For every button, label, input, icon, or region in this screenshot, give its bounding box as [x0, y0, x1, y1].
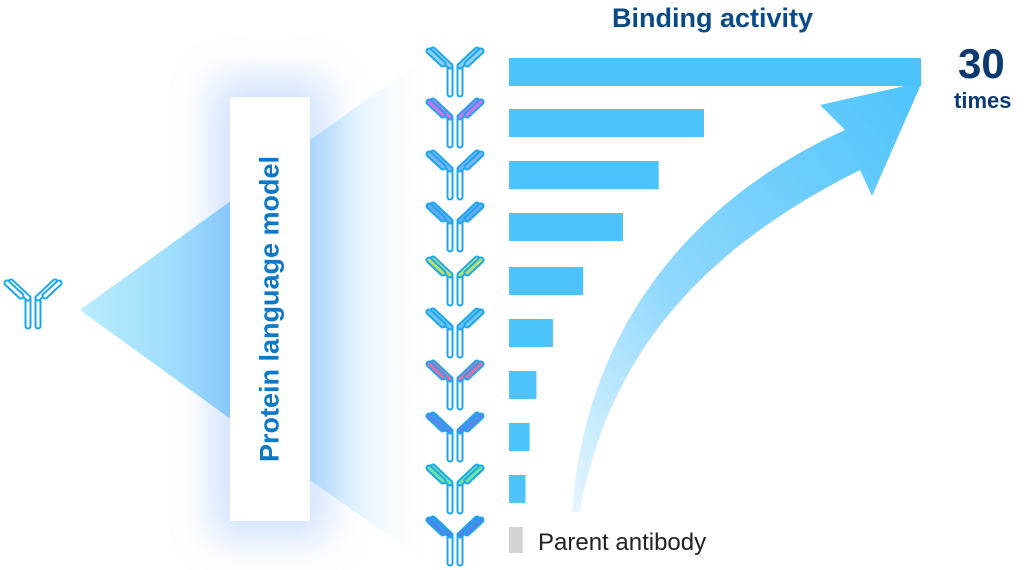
antibody-variant-icon [425, 307, 485, 359]
parent-bar [509, 527, 523, 553]
activity-bar [509, 58, 921, 86]
activity-bar [509, 423, 530, 451]
variant-row [425, 201, 623, 253]
variant-row [425, 255, 584, 307]
antibody-variant-icon [425, 46, 485, 98]
activity-bar [509, 161, 659, 189]
antibody-variant-icon [425, 463, 485, 515]
chart-title: Binding activity [612, 3, 814, 33]
protein-language-model-box [230, 97, 310, 521]
fold-change-value: 30 [958, 40, 1005, 87]
activity-bar [509, 267, 584, 295]
antibody-variant-icon [425, 411, 485, 463]
activity-bar [509, 109, 705, 137]
parent-antibody-icon [3, 278, 63, 330]
output-funnel [310, 55, 430, 565]
antibody-variant-icon [425, 201, 485, 253]
parent-antibody-label: Parent antibody [538, 529, 707, 556]
growth-arrow [572, 82, 922, 512]
activity-bar [509, 319, 553, 347]
fold-change-unit: times [954, 88, 1012, 113]
variant-row [425, 411, 530, 463]
variant-row [425, 46, 921, 98]
antibody-variant-icon [425, 515, 485, 567]
variant-row [425, 149, 659, 201]
variant-row [425, 463, 526, 515]
protein-language-model-label: Protein language model [254, 155, 285, 463]
input-funnel [80, 200, 232, 420]
variant-row [425, 359, 537, 411]
variant-row [425, 97, 705, 149]
activity-bar [509, 213, 623, 241]
variant-row [425, 515, 523, 567]
antibody-variant-icon [425, 97, 485, 149]
activity-bar [509, 371, 537, 399]
antibody-variant-icon [425, 255, 485, 307]
antibody-variant-icon [425, 359, 485, 411]
antibody-variant-icon [425, 149, 485, 201]
activity-bar [509, 475, 526, 503]
variant-row [425, 307, 553, 359]
